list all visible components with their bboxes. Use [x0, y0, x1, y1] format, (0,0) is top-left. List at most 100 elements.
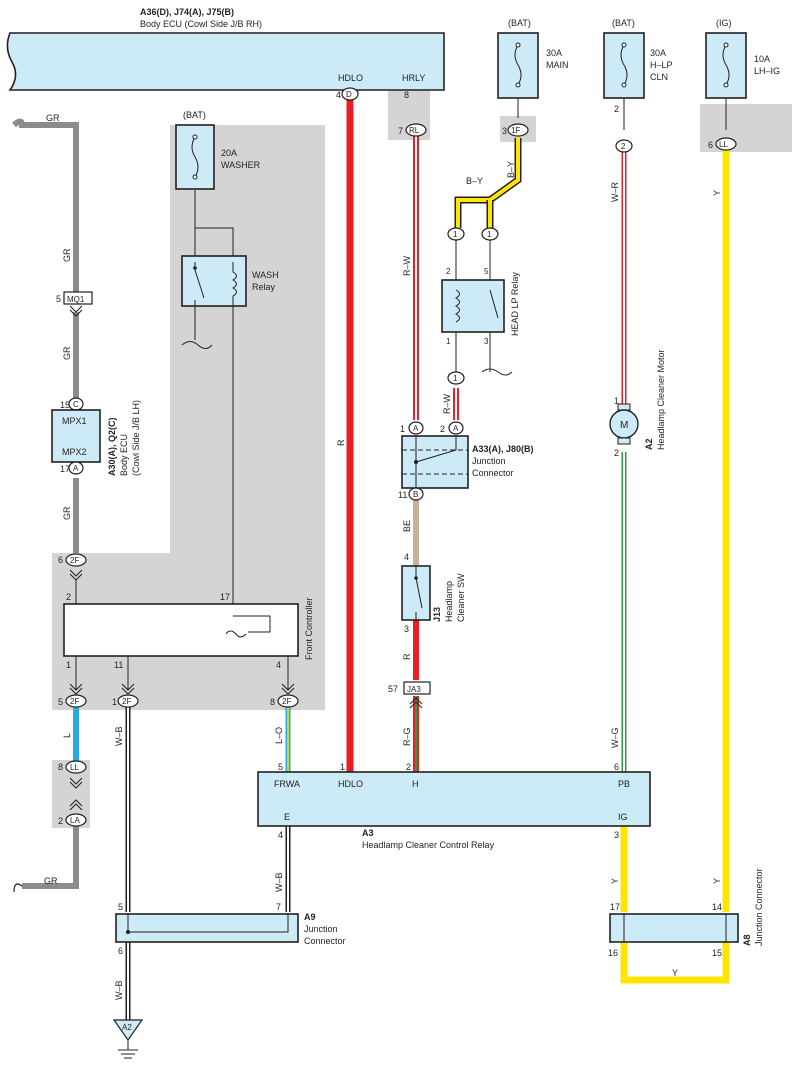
svg-text:Front Controller: Front Controller	[304, 597, 314, 660]
svg-text:R–G: R–G	[402, 727, 412, 746]
svg-text:8: 8	[404, 90, 409, 100]
svg-text:3: 3	[484, 337, 489, 346]
svg-text:Headlamp Cleaner Motor: Headlamp Cleaner Motor	[656, 349, 666, 450]
svg-text:2F: 2F	[122, 697, 131, 706]
svg-text:2F: 2F	[70, 556, 79, 565]
svg-text:2: 2	[614, 448, 619, 458]
svg-text:Y: Y	[712, 190, 722, 196]
svg-text:LH–IG: LH–IG	[754, 66, 780, 76]
svg-text:MPX2: MPX2	[62, 447, 87, 457]
svg-text:6: 6	[118, 946, 123, 956]
svg-text:LL: LL	[70, 763, 79, 772]
svg-text:14: 14	[712, 902, 722, 912]
svg-text:Junction Connector: Junction Connector	[754, 868, 764, 946]
svg-text:HRLY: HRLY	[402, 73, 425, 83]
svg-text:7: 7	[398, 126, 403, 136]
svg-text:(IG): (IG)	[716, 18, 732, 28]
svg-text:2: 2	[406, 762, 411, 772]
svg-text:Junction: Junction	[472, 456, 506, 466]
svg-text:5: 5	[278, 762, 283, 772]
svg-text:GR: GR	[62, 248, 72, 262]
svg-text:2F: 2F	[282, 697, 291, 706]
svg-text:2: 2	[66, 592, 71, 602]
connector-ll-la: 8 LL 2 LA	[58, 760, 87, 827]
svg-text:1: 1	[614, 396, 619, 406]
svg-text:Y: Y	[610, 878, 620, 884]
wires	[12, 100, 730, 1020]
svg-text:Body ECU (Cowl Side J/B RH): Body ECU (Cowl Side J/B RH)	[140, 19, 262, 29]
svg-text:11: 11	[114, 660, 123, 670]
svg-text:20A: 20A	[221, 148, 237, 158]
junction-connector-a33: 1 A 2 A 11 B A33(A), J80(B) Junction Con…	[398, 421, 534, 501]
fuse-30a-main: (BAT) 30A MAIN 3 1F	[497, 18, 569, 137]
svg-text:Headlamp Cleaner Control Relay: Headlamp Cleaner Control Relay	[362, 840, 495, 850]
svg-text:W–B: W–B	[274, 872, 284, 892]
svg-text:3: 3	[614, 830, 619, 840]
svg-text:Connector: Connector	[472, 468, 514, 478]
ground-a2: A2	[112, 1019, 144, 1059]
junction-connector-a8: 17 14 16 15 A8 Junction Connector	[608, 868, 764, 958]
svg-text:16: 16	[608, 948, 618, 958]
svg-text:RL: RL	[409, 126, 420, 135]
svg-text:B: B	[413, 490, 418, 499]
fuse-30a-hlp-cln: (BAT) 30A H–LP CLN 2 2	[603, 18, 673, 153]
svg-text:GR: GR	[44, 876, 58, 886]
body-ecu-lh: 5 MQ1 15 C MPX1 MPX2 17 A A30(A), Q2(C) …	[51, 291, 141, 476]
fuse-20a-washer: (BAT) 20A WASHER	[175, 110, 261, 190]
svg-text:D: D	[346, 90, 352, 99]
svg-text:Headlamp: Headlamp	[444, 581, 454, 622]
svg-text:3: 3	[502, 126, 507, 136]
svg-text:M: M	[620, 420, 628, 431]
svg-text:15: 15	[60, 400, 70, 410]
svg-text:H–LP: H–LP	[650, 60, 673, 70]
svg-text:GR: GR	[62, 346, 72, 360]
svg-text:2: 2	[614, 104, 619, 114]
svg-text:MAIN: MAIN	[546, 60, 569, 70]
svg-text:17: 17	[220, 592, 230, 602]
svg-text:11: 11	[398, 490, 407, 500]
svg-text:Body ECU: Body ECU	[119, 434, 129, 476]
svg-text:10A: 10A	[754, 54, 770, 64]
svg-text:A3: A3	[362, 828, 374, 838]
svg-text:7: 7	[276, 902, 281, 912]
svg-text:Relay: Relay	[252, 282, 276, 292]
svg-text:2: 2	[58, 816, 63, 826]
svg-text:A33(A), J80(B): A33(A), J80(B)	[472, 444, 534, 454]
svg-text:Junction: Junction	[304, 924, 338, 934]
svg-text:1: 1	[453, 374, 458, 383]
svg-text:B–Y: B–Y	[466, 176, 483, 186]
svg-text:A8: A8	[742, 934, 752, 946]
svg-text:(BAT): (BAT)	[612, 18, 635, 28]
fuse-10a-lh-ig: (IG) 10A LH–IG 6 LL	[705, 18, 780, 151]
svg-text:J13: J13	[432, 607, 442, 622]
svg-text:WASHER: WASHER	[221, 160, 261, 170]
svg-text:1: 1	[453, 230, 458, 239]
svg-text:4: 4	[336, 90, 341, 100]
svg-text:3: 3	[404, 624, 409, 634]
svg-text:E: E	[284, 812, 290, 822]
svg-text:1: 1	[112, 697, 117, 707]
svg-text:A2: A2	[644, 438, 654, 450]
svg-text:4: 4	[404, 552, 409, 562]
svg-text:57: 57	[388, 684, 398, 694]
svg-text:FRWA: FRWA	[274, 779, 300, 789]
svg-text:WASH: WASH	[252, 270, 279, 280]
svg-text:R: R	[336, 439, 346, 446]
svg-text:R: R	[402, 653, 412, 660]
svg-text:2: 2	[621, 142, 626, 151]
svg-text:5: 5	[484, 267, 489, 276]
svg-text:Y: Y	[712, 878, 722, 884]
svg-text:1: 1	[66, 660, 71, 670]
svg-text:30A: 30A	[546, 48, 562, 58]
head-lp-relay: 1 1 2 5 1 3 HEAD LP Relay 1	[441, 227, 520, 385]
svg-text:6: 6	[58, 555, 63, 565]
svg-text:6: 6	[708, 140, 713, 150]
svg-text:Cleaner SW: Cleaner SW	[456, 573, 466, 622]
svg-text:GR: GR	[62, 506, 72, 520]
svg-text:B–Y: B–Y	[506, 161, 516, 178]
svg-text:8: 8	[58, 762, 63, 772]
connector-rl: 7 RL	[398, 123, 427, 137]
svg-text:C: C	[73, 400, 79, 409]
svg-text:6: 6	[614, 762, 619, 772]
